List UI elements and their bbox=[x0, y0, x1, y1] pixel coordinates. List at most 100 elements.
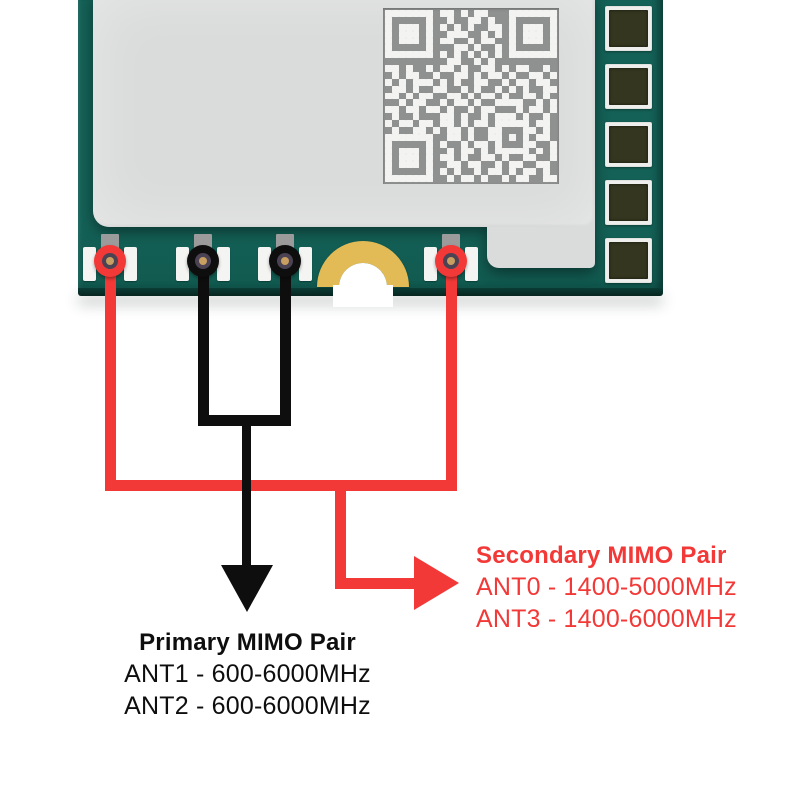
qr-module-cell bbox=[543, 161, 551, 169]
qr-module-cell bbox=[515, 106, 523, 114]
qr-module-cell bbox=[502, 127, 509, 134]
qr-module-cell bbox=[516, 72, 523, 79]
qr-module-cell bbox=[481, 51, 489, 59]
qr-module-cell bbox=[405, 23, 413, 31]
qr-module-cell bbox=[446, 58, 454, 66]
ant-trace-red-join bbox=[105, 480, 457, 491]
qr-module-cell bbox=[474, 10, 482, 17]
qr-module-cell bbox=[501, 120, 509, 127]
qr-module-cell bbox=[488, 65, 496, 72]
qr-module-cell bbox=[413, 17, 420, 24]
qr-module-cell bbox=[501, 65, 509, 72]
qr-module-cell bbox=[467, 147, 475, 155]
qr-module-cell bbox=[433, 51, 440, 58]
qr-module-cell bbox=[433, 65, 440, 72]
qr-module-cell bbox=[536, 30, 544, 38]
qr-module-cell bbox=[488, 31, 495, 38]
qr-module-cell bbox=[447, 24, 454, 31]
qr-module-cell bbox=[481, 161, 488, 168]
qr-module-cell bbox=[392, 148, 399, 155]
qr-module-cell bbox=[529, 92, 537, 100]
qr-module-cell bbox=[460, 99, 468, 107]
secondary-ant0-label: ANT0 - 1400-5000MHz bbox=[476, 573, 737, 601]
qr-module-cell bbox=[515, 120, 523, 127]
qr-module-cell bbox=[426, 147, 434, 155]
qr-module-cell bbox=[468, 31, 475, 38]
qr-module-cell bbox=[385, 127, 392, 134]
qr-module-cell bbox=[543, 51, 551, 59]
qr-module-cell bbox=[392, 44, 399, 51]
qr-module-cell bbox=[508, 37, 516, 45]
smt-pad-contact bbox=[609, 242, 648, 279]
secondary-mimo-title: Secondary MIMO Pair bbox=[476, 542, 727, 569]
qr-module-cell bbox=[481, 127, 488, 134]
qr-module-cell bbox=[447, 72, 454, 79]
qr-module-cell bbox=[426, 99, 433, 106]
qr-module-cell bbox=[543, 168, 551, 176]
qr-module-cell bbox=[433, 120, 440, 127]
qr-module-cell bbox=[488, 175, 495, 182]
qr-module-cell bbox=[468, 168, 475, 175]
qr-module-cell bbox=[453, 168, 461, 176]
qr-module-cell bbox=[385, 175, 392, 182]
qr-module-cell bbox=[508, 133, 516, 141]
qr-module-cell bbox=[516, 24, 523, 31]
qr-module-cell bbox=[398, 175, 406, 182]
qr-module-cell bbox=[405, 147, 413, 155]
qr-module-cell bbox=[412, 106, 420, 114]
qr-module-cell bbox=[468, 10, 475, 17]
qr-module-cell bbox=[509, 175, 516, 182]
qr-module-cell bbox=[440, 161, 447, 168]
qr-module-cell bbox=[529, 168, 537, 176]
qr-module-cell bbox=[385, 147, 392, 155]
qr-module-cell bbox=[433, 175, 440, 182]
qr-module-cell bbox=[446, 37, 454, 45]
qr-module-cell bbox=[481, 140, 489, 148]
qr-module-cell bbox=[529, 154, 537, 162]
ant-trace-black-stem bbox=[242, 424, 251, 567]
qr-module-cell bbox=[433, 58, 440, 65]
qr-module-cell bbox=[391, 106, 399, 114]
qr-module-cell bbox=[502, 24, 509, 31]
qr-module-cell bbox=[405, 161, 413, 169]
qr-module-cell bbox=[550, 58, 557, 65]
qr-module-cell bbox=[522, 23, 530, 31]
qr-module-cell bbox=[488, 86, 495, 93]
qr-module-cell bbox=[391, 113, 399, 121]
qr-module-cell bbox=[529, 134, 536, 141]
qr-module-cell bbox=[529, 71, 537, 79]
qr-module-cell bbox=[398, 51, 406, 59]
qr-module-cell bbox=[426, 10, 434, 17]
qr-module-cell bbox=[440, 140, 447, 148]
qr-module-cell bbox=[426, 133, 434, 141]
connector-3-ground-pad-left bbox=[258, 247, 271, 281]
qr-module-cell bbox=[453, 51, 461, 59]
qr-module-cell bbox=[406, 79, 413, 86]
qr-module-cell bbox=[536, 17, 543, 24]
key-notch-cutout-base bbox=[333, 285, 393, 307]
qr-module-cell bbox=[419, 92, 427, 100]
qr-module-cell bbox=[406, 141, 413, 148]
qr-module-cell bbox=[481, 10, 489, 17]
primary-ant2-label: ANT2 - 600-6000MHz bbox=[124, 692, 371, 720]
qr-module-cell bbox=[536, 78, 544, 86]
qr-module-cell bbox=[412, 154, 420, 162]
qr-module-cell bbox=[474, 99, 482, 107]
qr-module-cell bbox=[433, 141, 440, 148]
qr-module-cell bbox=[460, 147, 468, 155]
qr-module-cell bbox=[529, 148, 536, 155]
qr-module-cell bbox=[385, 168, 392, 176]
qr-module-cell bbox=[495, 154, 502, 161]
connector-2-center-pin bbox=[199, 257, 207, 265]
qr-module-cell bbox=[419, 99, 427, 107]
qr-module-cell bbox=[398, 161, 406, 169]
qr-module-cell bbox=[523, 161, 530, 168]
qr-module-cell bbox=[474, 16, 482, 24]
smt-pad bbox=[605, 180, 652, 225]
qr-module-cell bbox=[495, 140, 502, 148]
qr-module-cell bbox=[399, 65, 406, 72]
qr-module-cell bbox=[502, 86, 509, 93]
qr-module-cell bbox=[481, 17, 488, 24]
qr-module-cell bbox=[523, 99, 530, 106]
